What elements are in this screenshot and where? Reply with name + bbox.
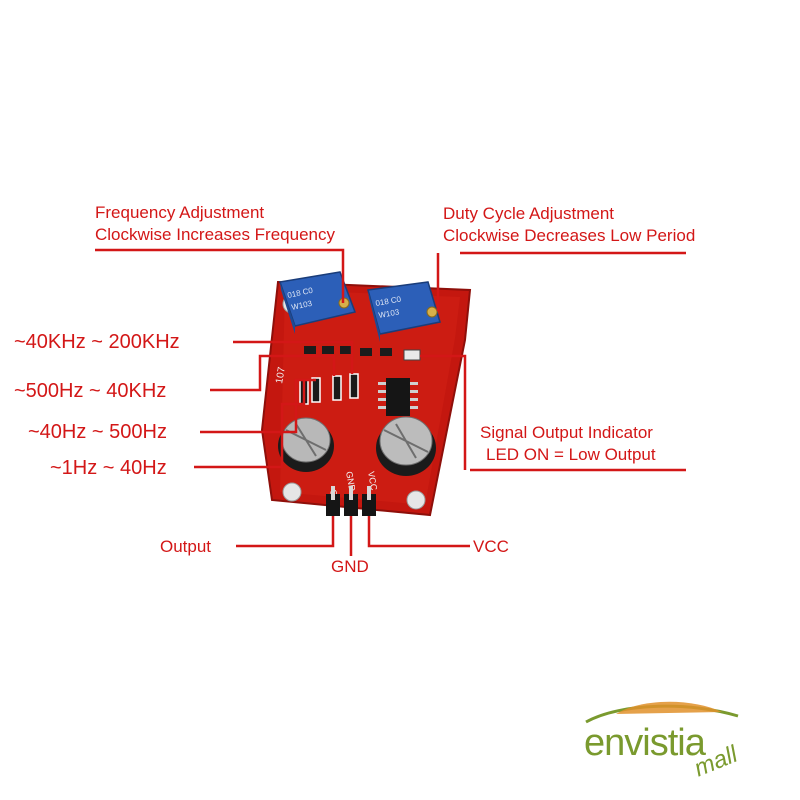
indicator-desc: LED ON = Low Output [486, 445, 656, 464]
duty-adjust-desc: Clockwise Decreases Low Period [443, 226, 696, 245]
smd-component [304, 346, 316, 354]
range-40khz-200khz: ~40KHz ~ 200KHz [14, 331, 180, 353]
pot-label-text: W103 [378, 307, 401, 320]
pin-output-label: Output [160, 537, 212, 556]
jumper-40hz[interactable] [311, 377, 321, 403]
duty-potentiometer[interactable]: 018 C0 W103 [367, 281, 441, 342]
pot-label-text: W103 [291, 299, 314, 312]
range-500hz-40khz: ~500Hz ~ 40KHz [14, 380, 167, 402]
smd-component [380, 348, 392, 356]
range-1hz-40hz: ~1Hz ~ 40Hz [50, 457, 167, 479]
jumper-40khz[interactable] [349, 373, 359, 399]
pot-screw[interactable] [426, 306, 438, 318]
duty-adjust-title: Duty Cycle Adjustment [443, 204, 615, 223]
pin-header[interactable] [326, 486, 376, 516]
brand-swoosh-icon [585, 701, 739, 724]
frequency-adjust-title: Frequency Adjustment [95, 203, 265, 222]
pin-vcc-label: VCC [473, 537, 509, 556]
frequency-adjust-desc: Clockwise Increases Frequency [95, 225, 335, 244]
brand-logo: envistia mall [582, 700, 782, 790]
silk-ref-text: 107 [274, 366, 288, 385]
indicator-title: Signal Output Indicator [480, 423, 653, 442]
leader-lines [95, 248, 686, 556]
pin-gnd-label: GND [331, 557, 369, 576]
brand-name: envistia [584, 722, 706, 764]
smd-component [360, 348, 372, 356]
range-40hz-500hz: ~40Hz ~ 500Hz [28, 421, 167, 443]
mount-hole [282, 482, 302, 502]
jumper-500hz[interactable] [332, 375, 342, 401]
led-indicator [403, 349, 421, 361]
ic-chip [378, 378, 418, 416]
smd-component [340, 346, 352, 354]
capacitor [376, 416, 436, 476]
silk-gnd-text: GND [344, 471, 357, 493]
pcb-board: 018 C0 W103 018 C0 W103 [260, 271, 472, 517]
mount-hole [406, 490, 426, 510]
smd-component [322, 346, 334, 354]
